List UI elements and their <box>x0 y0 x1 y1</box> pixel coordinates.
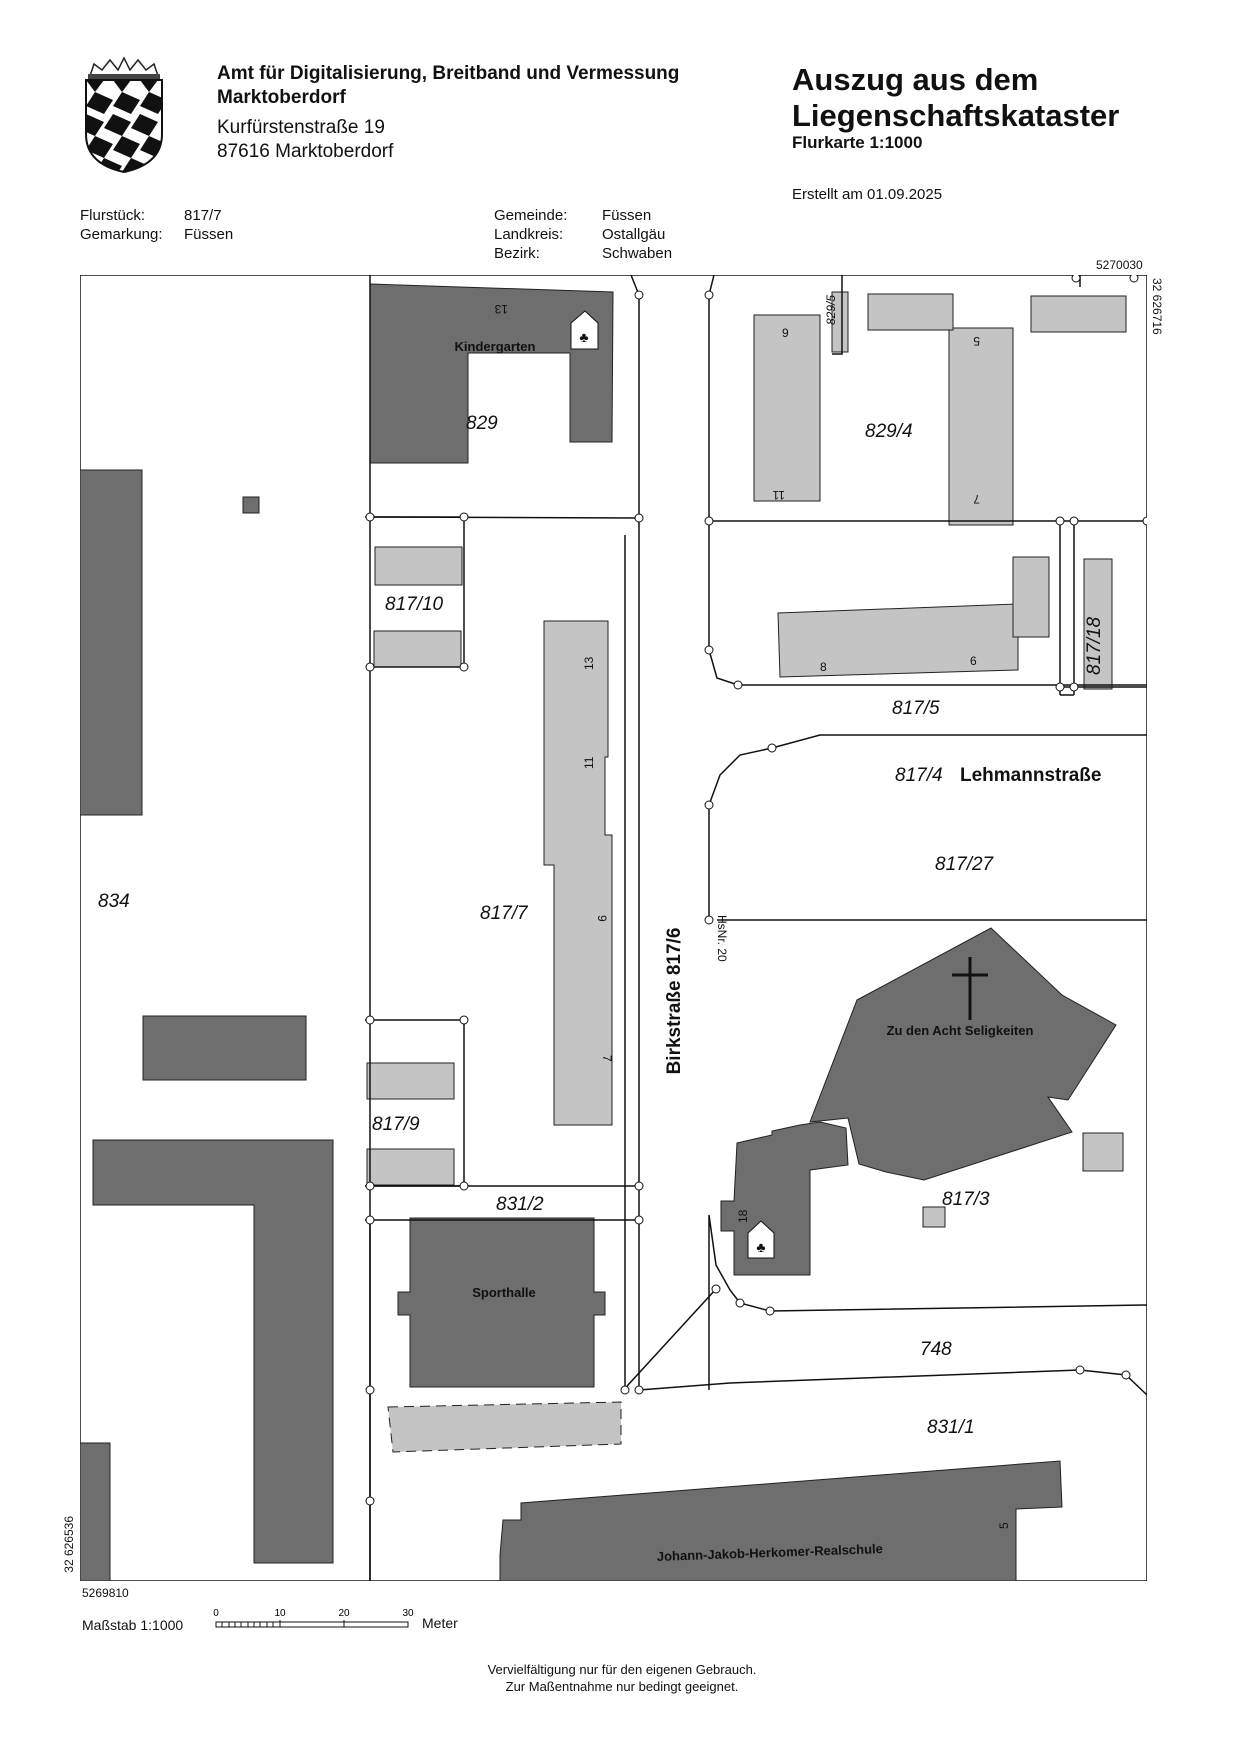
parcel-label: 834 <box>98 891 130 912</box>
house-number: 9 <box>782 326 789 340</box>
house-number: 7 <box>600 1055 614 1062</box>
aux-buildings <box>366 291 1127 1453</box>
street-name-lehmannstrasse: Lehmannstraße <box>960 765 1101 786</box>
house-numbers: 13 9 5 11 7 13 11 9 7 8 6 18 5 <box>494 302 1011 1529</box>
street-name-birkstrasse: Birkstraße 817/6 <box>664 928 685 1075</box>
house-number: 5 <box>997 1522 1011 1529</box>
daycare-symbol-icon: ♣ <box>747 1220 775 1259</box>
parcel-label: 829/5 <box>824 295 838 325</box>
svg-text:♣: ♣ <box>579 329 588 345</box>
parcel-label: 817/7 <box>480 903 529 924</box>
info-values-right: Füssen Ostallgäu Schwaben <box>602 207 673 262</box>
parcel-label: 817/5 <box>892 698 940 719</box>
church-cross-icon <box>952 957 988 1020</box>
parcel-label: 748 <box>920 1339 952 1360</box>
parcel-label: 817/18 <box>1084 616 1105 675</box>
document-title: Auszug aus dem Liegenschaftskataster <box>792 62 1120 133</box>
svg-text:♣: ♣ <box>756 1239 765 1255</box>
coord-bottom-left-east: 32 626536 <box>62 1516 76 1573</box>
parcel-label: 831/1 <box>927 1417 975 1438</box>
scale-tick: 30 <box>402 1608 414 1619</box>
parcel-label: 817/4 <box>895 765 943 786</box>
building-name: Sporthalle <box>472 1285 536 1300</box>
house-number: 8 <box>820 660 827 674</box>
parcel-label: 831/2 <box>496 1194 544 1215</box>
house-number: 13 <box>494 302 508 316</box>
coord-top-right-east: 32 626716 <box>1150 278 1164 335</box>
scale-tick: 10 <box>274 1608 286 1619</box>
info-values-left: 817/7 Füssen <box>184 207 234 243</box>
coord-bottom-left-north: 5269810 <box>82 1586 129 1600</box>
kindergarten-symbol-icon: ♣ <box>570 310 599 350</box>
cadastral-map: ♣ ♣ 829 829/4 829/5 817/10 817/5 817/18 … <box>80 275 1147 1581</box>
bavaria-coat-of-arms-icon <box>85 56 163 174</box>
document-subtitle: Flurkarte 1:1000 <box>792 133 923 152</box>
parcel-label: 817/9 <box>372 1114 420 1135</box>
scale-bar: 0 10 20 30 <box>213 1608 414 1628</box>
scale-unit: Meter <box>422 1615 458 1631</box>
main-buildings <box>80 283 1117 1581</box>
footer-note: Vervielfältigung nur für den eigenen Geb… <box>487 1662 757 1694</box>
scale-tick: 20 <box>338 1608 350 1619</box>
house-number: 18 <box>736 1209 750 1223</box>
building-name: Zu den Acht Seligkeiten <box>887 1023 1034 1038</box>
building-name: Kindergarten <box>455 339 536 354</box>
house-number: 11 <box>582 756 596 769</box>
house-number: 7 <box>973 492 980 506</box>
scale-tick: 0 <box>213 1608 219 1619</box>
boundary-points <box>365 275 1147 1506</box>
house-number: 5 <box>973 334 980 348</box>
house-number: 6 <box>970 654 977 668</box>
parcel-label: 829/4 <box>865 421 913 442</box>
house-number: 13 <box>582 656 596 670</box>
house-number: 9 <box>595 915 609 922</box>
created-date: Erstellt am 01.09.2025 <box>792 186 943 203</box>
info-labels-left: Flurstück: Gemarkung: <box>80 207 163 243</box>
parcel-label: 817/3 <box>942 1189 990 1210</box>
parcel-label: 829 <box>466 413 498 434</box>
agency-address: Kurfürstenstraße 19 87616 Marktoberdorf <box>217 117 394 162</box>
agency-name: Amt für Digitalisierung, Breitband und V… <box>217 63 680 108</box>
house-number-hsnr: HsNr. 20 <box>715 915 729 962</box>
parcel-label: 817/10 <box>385 594 444 615</box>
house-number: 11 <box>772 488 785 502</box>
coord-top-right-north: 5270030 <box>1096 258 1143 272</box>
parcel-label: 817/27 <box>935 854 995 875</box>
info-labels-right: Gemeinde: Landkreis: Bezirk: <box>494 207 568 262</box>
parcel-labels: 829 829/4 829/5 817/10 817/5 817/18 817/… <box>98 295 1105 1438</box>
scale-label: Maßstab 1:1000 <box>82 1617 184 1633</box>
